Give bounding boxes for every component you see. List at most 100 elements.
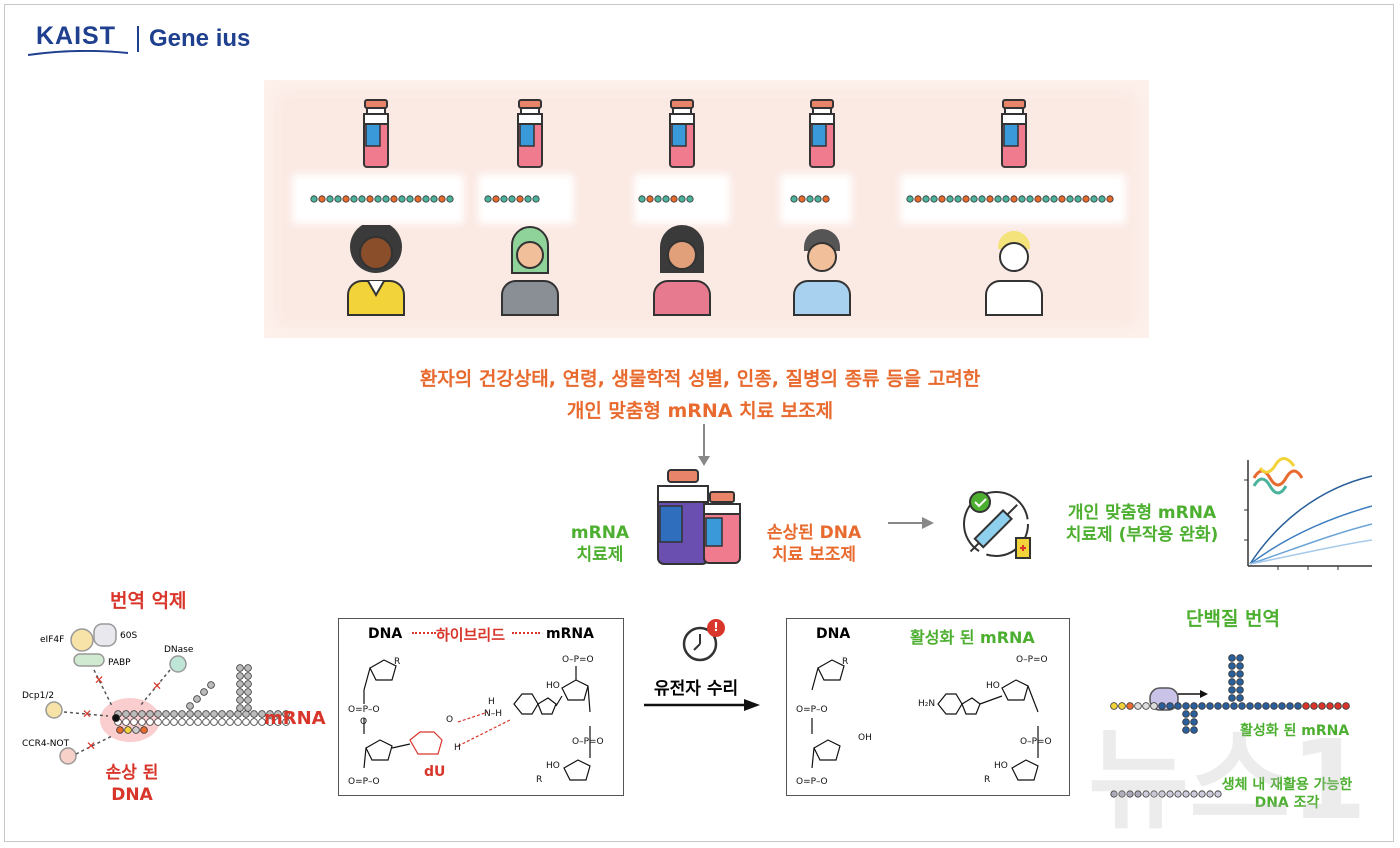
bead — [334, 195, 342, 203]
bead — [798, 195, 806, 203]
svg-text:H₂N: H₂N — [918, 699, 935, 709]
dotted-line — [512, 632, 540, 634]
bead — [654, 195, 662, 203]
svg-text:✕: ✕ — [82, 707, 92, 721]
patient-icon — [501, 226, 559, 316]
bead — [194, 710, 202, 718]
bead — [1310, 702, 1318, 710]
bead — [1246, 702, 1254, 710]
kaist-swoosh-icon — [28, 50, 128, 56]
bead — [1278, 702, 1286, 710]
vial-icon — [363, 99, 389, 168]
bead — [200, 688, 208, 696]
bead — [1238, 702, 1246, 710]
bead — [358, 195, 366, 203]
bead — [1166, 790, 1174, 798]
bead — [1342, 702, 1350, 710]
bead — [430, 195, 438, 203]
box1-dna-label: DNA — [368, 626, 403, 642]
bead — [146, 718, 154, 726]
bead — [1174, 790, 1182, 798]
bead — [446, 195, 454, 203]
activated-mrna-label: 활성화 된 mRNA — [1240, 723, 1350, 739]
bead — [202, 718, 210, 726]
bead — [970, 195, 978, 203]
du-label: dU — [424, 764, 446, 780]
bead — [1326, 702, 1334, 710]
vials-row — [363, 99, 1027, 168]
bead — [1150, 790, 1158, 798]
bead — [398, 195, 406, 203]
bead — [978, 195, 986, 203]
bead — [638, 195, 646, 203]
dna-adjuvant-label: 손상된 DNA 치료 보조제 — [766, 523, 862, 565]
bead — [1318, 702, 1326, 710]
bead — [1126, 790, 1134, 798]
bead — [130, 718, 138, 726]
protein-translation-title: 단백질 번역 — [1186, 608, 1281, 630]
bead — [146, 710, 154, 718]
bead — [138, 710, 146, 718]
bead — [508, 195, 516, 203]
patient-icon — [985, 231, 1043, 316]
bead — [154, 710, 162, 718]
protein-helix-icon — [1252, 457, 1304, 495]
bead — [274, 718, 282, 726]
bead — [178, 718, 186, 726]
bead — [374, 195, 382, 203]
bead — [1058, 195, 1066, 203]
mrna-degradation-diagram: ✕✕✕✕ eIF4F 60S PABP DNase Dcp1/2 CCR4-NO… — [22, 623, 290, 765]
patient-icon — [347, 225, 405, 316]
svg-text:HO: HO — [994, 761, 1008, 771]
bead — [1228, 670, 1236, 678]
bead — [1254, 702, 1262, 710]
bead — [1026, 195, 1034, 203]
bead — [218, 710, 226, 718]
bead — [1228, 654, 1236, 662]
svg-text:OH: OH — [858, 733, 872, 743]
bead — [318, 195, 326, 203]
60s-label: 60S — [120, 631, 137, 641]
right-arrow-icon — [888, 517, 934, 529]
bead — [1214, 702, 1222, 710]
svg-text:O=P–O: O=P–O — [348, 777, 380, 787]
vial-icon — [1001, 99, 1027, 168]
bead — [1018, 195, 1026, 203]
bead — [1082, 195, 1090, 203]
bead — [492, 195, 500, 203]
mrna-label: mRNA — [264, 708, 326, 729]
bead — [914, 195, 922, 203]
svg-text:HO: HO — [546, 761, 560, 771]
bead — [1066, 195, 1074, 203]
bead — [1182, 726, 1190, 734]
bead — [1090, 195, 1098, 203]
bead — [258, 710, 266, 718]
bead — [954, 195, 962, 203]
kaist-logo: KAIST — [36, 22, 116, 50]
bead — [994, 195, 1002, 203]
bead — [1206, 790, 1214, 798]
bead — [266, 718, 274, 726]
bead — [1236, 654, 1244, 662]
bead — [678, 195, 686, 203]
syringe-check-icon — [963, 491, 1031, 559]
bead — [1010, 195, 1018, 203]
bead — [210, 718, 218, 726]
bead — [162, 718, 170, 726]
bead — [234, 718, 242, 726]
bead — [116, 726, 124, 734]
news1-watermark: 뉴스1 — [1088, 716, 1367, 838]
bead — [366, 195, 374, 203]
bead — [1190, 726, 1198, 734]
bead — [1228, 686, 1236, 694]
bead — [1190, 790, 1198, 798]
caption-line1: 환자의 건강상태, 연령, 생물학적 성별, 인종, 질병의 종류 등을 고려한 — [419, 368, 981, 390]
bead — [258, 718, 266, 726]
svg-text:✕: ✕ — [86, 739, 96, 753]
bead — [1302, 702, 1310, 710]
bead — [1182, 718, 1190, 726]
bead — [790, 195, 798, 203]
bead — [250, 718, 258, 726]
bead — [140, 726, 148, 734]
watermark-text: 뉴스1 — [1088, 716, 1367, 838]
